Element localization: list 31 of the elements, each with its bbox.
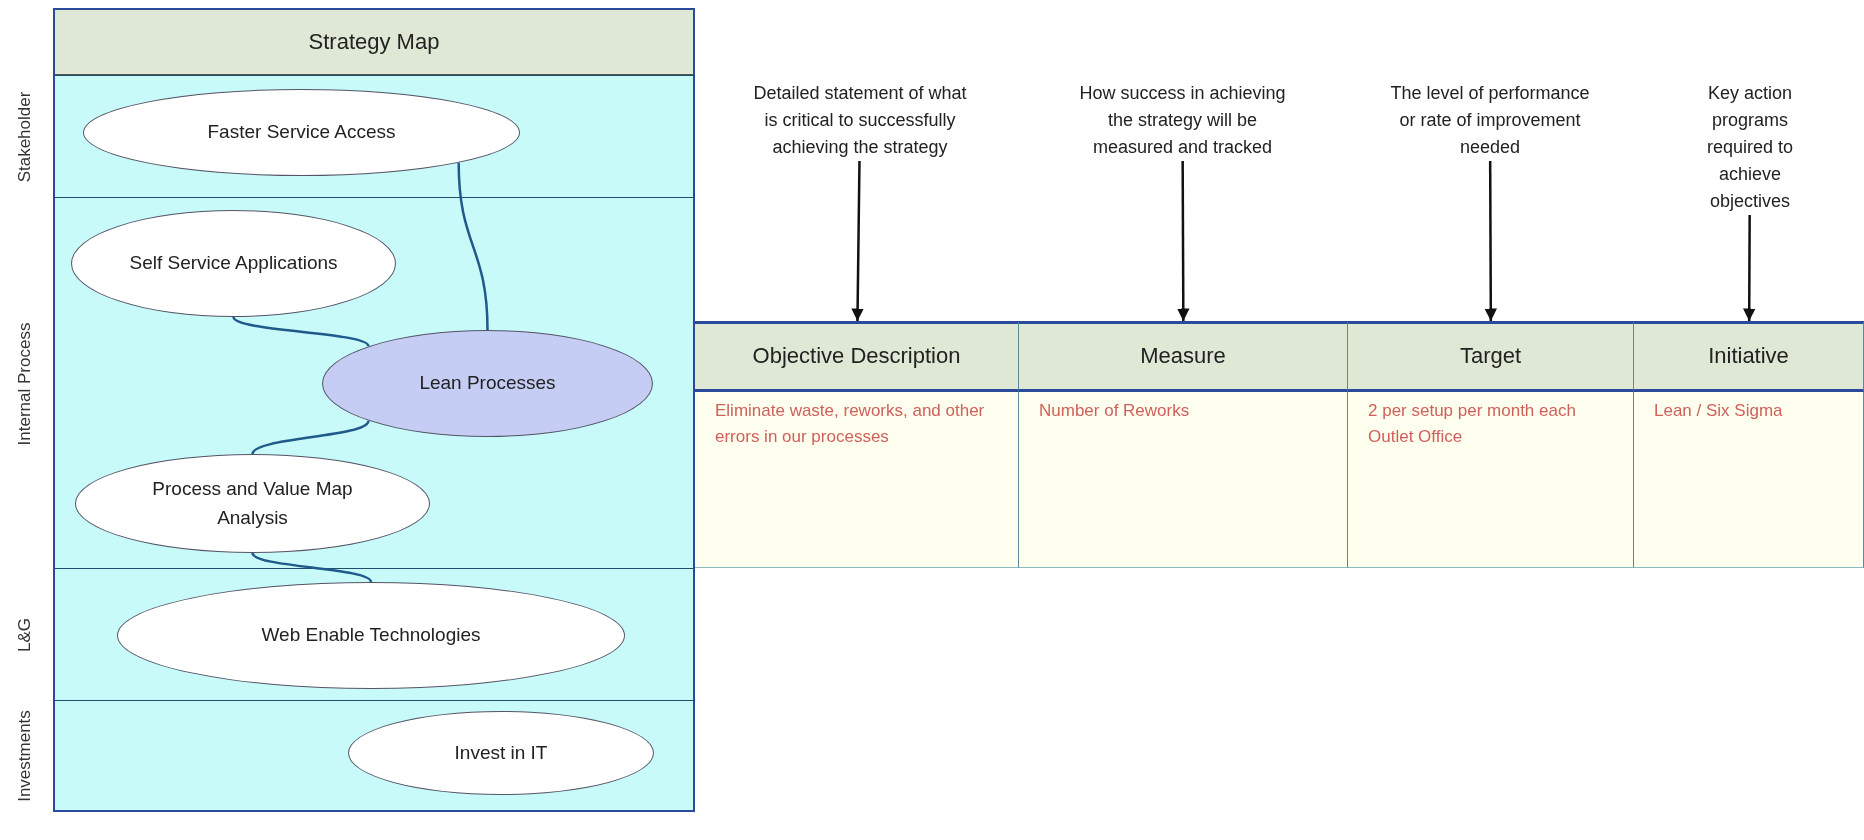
column-description: How success in achieving the strategy will be measured and tracked bbox=[1065, 80, 1300, 161]
ellipse-node: Faster Service Access bbox=[83, 89, 520, 176]
table-cell: Lean / Six Sigma bbox=[1634, 392, 1864, 568]
band-label: Investments bbox=[15, 710, 35, 802]
arrow bbox=[1177, 161, 1190, 321]
connector-line bbox=[457, 162, 489, 331]
connector-line bbox=[251, 552, 373, 583]
ellipse-node: Invest in IT bbox=[348, 711, 654, 795]
table-cell: Number of Reworks bbox=[1019, 392, 1348, 568]
column-description: Key action programs required to achieve objectives bbox=[1670, 80, 1830, 215]
column-header: Target bbox=[1348, 321, 1634, 392]
panel-title: Strategy Map bbox=[55, 10, 693, 75]
arrow bbox=[1743, 215, 1756, 321]
ellipse-node: Self Service Applications bbox=[71, 210, 396, 317]
ellipse-node: Lean Processes bbox=[322, 330, 653, 437]
column-header: Measure bbox=[1019, 321, 1348, 392]
band-label: Stakeholder bbox=[15, 91, 35, 183]
table-cell: Eliminate waste, reworks, and other errors in our processes bbox=[695, 392, 1019, 568]
band-label: L&G bbox=[15, 618, 35, 652]
arrow bbox=[851, 161, 864, 321]
column-header: Objective Description bbox=[695, 321, 1019, 392]
table-cell: 2 per setup per month each Outlet Office bbox=[1348, 392, 1634, 568]
arrow bbox=[1484, 161, 1498, 321]
ellipse-node: Web Enable Technologies bbox=[117, 582, 625, 689]
connector-line bbox=[251, 420, 370, 455]
column-header: Initiative bbox=[1634, 321, 1864, 392]
column-description: The level of performance or rate of improvement needed bbox=[1375, 80, 1605, 161]
column-description: Detailed statement of what is critical to successfully achieving the strategy bbox=[735, 80, 985, 161]
connector-line bbox=[232, 316, 370, 348]
band-label: Internal Process bbox=[15, 322, 35, 445]
ellipse-node: Process and Value Map Analysis bbox=[75, 454, 430, 553]
